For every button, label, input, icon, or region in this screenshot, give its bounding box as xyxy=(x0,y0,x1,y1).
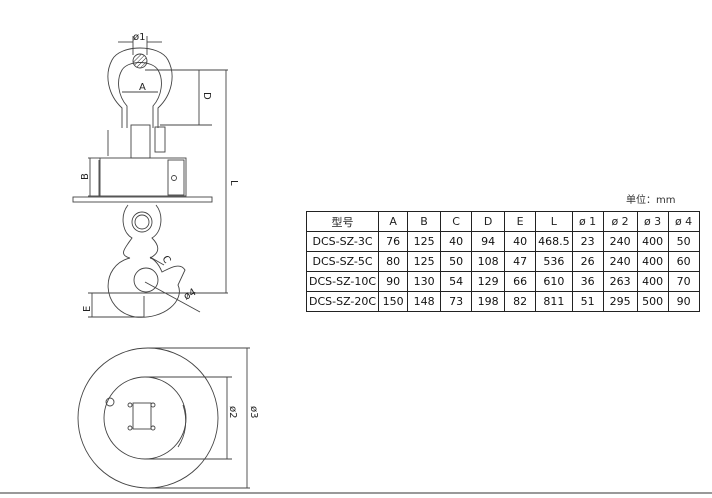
value-cell: 125 xyxy=(407,231,442,252)
value-cell: 60 xyxy=(667,251,700,272)
spec-table: 型号 A B C D E L ø 1 ø 2 ø 3 ø 4 DCS-SZ-3C… xyxy=(305,211,700,312)
dim-d: D xyxy=(201,92,212,100)
value-cell: 130 xyxy=(407,271,442,292)
value-cell: 47 xyxy=(504,251,537,272)
value-cell: 50 xyxy=(667,231,700,252)
header-l: L xyxy=(535,211,573,232)
table-header-row: 型号 A B C D E L ø 1 ø 2 ø 3 ø 4 xyxy=(305,211,700,232)
value-cell: 26 xyxy=(571,251,604,272)
dim-l: L xyxy=(228,180,239,186)
header-a: A xyxy=(378,211,409,232)
value-cell: 76 xyxy=(378,231,409,252)
scale-body xyxy=(99,157,187,197)
model-cell: DCS-SZ-3C xyxy=(305,231,380,252)
header-phi4: ø 4 xyxy=(667,211,700,232)
dim-phi1: ø1 xyxy=(133,32,145,43)
header-e: E xyxy=(504,211,537,232)
header-b: B xyxy=(407,211,442,232)
value-cell: 150 xyxy=(378,291,409,312)
value-cell: 108 xyxy=(471,251,506,272)
header-model: 型号 xyxy=(305,211,380,232)
dim-e: E xyxy=(82,306,93,312)
dim-phi3: ø3 xyxy=(248,406,259,418)
header-phi1: ø 1 xyxy=(571,211,604,232)
value-cell: 23 xyxy=(571,231,604,252)
dim-phi4: ø4 xyxy=(182,287,198,303)
header-d: D xyxy=(471,211,506,232)
dim-c: C xyxy=(159,254,172,266)
dim-phi2: ø2 xyxy=(227,406,238,418)
value-cell: 500 xyxy=(636,291,669,312)
value-cell: 94 xyxy=(471,231,506,252)
dim-b: B xyxy=(80,173,91,180)
value-cell: 240 xyxy=(602,231,638,252)
value-cell: 198 xyxy=(471,291,506,312)
value-cell: 263 xyxy=(602,271,638,292)
value-cell: 51 xyxy=(571,291,604,312)
value-cell: 82 xyxy=(504,291,537,312)
value-cell: 240 xyxy=(602,251,638,272)
value-cell: 70 xyxy=(667,271,700,292)
model-cell: DCS-SZ-20C xyxy=(305,291,380,312)
value-cell: 468.5 xyxy=(535,231,573,252)
value-cell: 400 xyxy=(636,251,669,272)
value-cell: 90 xyxy=(378,271,409,292)
value-cell: 80 xyxy=(378,251,409,272)
value-cell: 50 xyxy=(440,251,473,272)
value-cell: 40 xyxy=(504,231,537,252)
value-cell: 66 xyxy=(504,271,537,292)
shackle xyxy=(107,47,173,159)
value-cell: 73 xyxy=(440,291,473,312)
value-cell: 90 xyxy=(667,291,700,312)
pin-section xyxy=(132,53,148,69)
unit-label: 单位：mm xyxy=(626,195,676,206)
value-cell: 400 xyxy=(636,271,669,292)
model-cell: DCS-SZ-10C xyxy=(305,271,380,292)
value-cell: 400 xyxy=(636,231,669,252)
header-phi3: ø 3 xyxy=(636,211,669,232)
value-cell: 54 xyxy=(440,271,473,292)
hook xyxy=(107,204,201,318)
value-cell: 36 xyxy=(571,271,604,292)
model-cell: DCS-SZ-5C xyxy=(305,251,380,272)
value-cell: 125 xyxy=(407,251,442,272)
value-cell: 148 xyxy=(407,291,442,312)
value-cell: 295 xyxy=(602,291,638,312)
value-cell: 536 xyxy=(535,251,573,272)
value-cell: 811 xyxy=(535,291,573,312)
header-c: C xyxy=(440,211,473,232)
divider xyxy=(0,492,712,494)
value-cell: 129 xyxy=(471,271,506,292)
dim-a: A xyxy=(139,82,146,93)
value-cell: 40 xyxy=(440,231,473,252)
header-phi2: ø 2 xyxy=(602,211,638,232)
plate xyxy=(72,196,213,203)
value-cell: 610 xyxy=(535,271,573,292)
top-view xyxy=(77,347,219,489)
